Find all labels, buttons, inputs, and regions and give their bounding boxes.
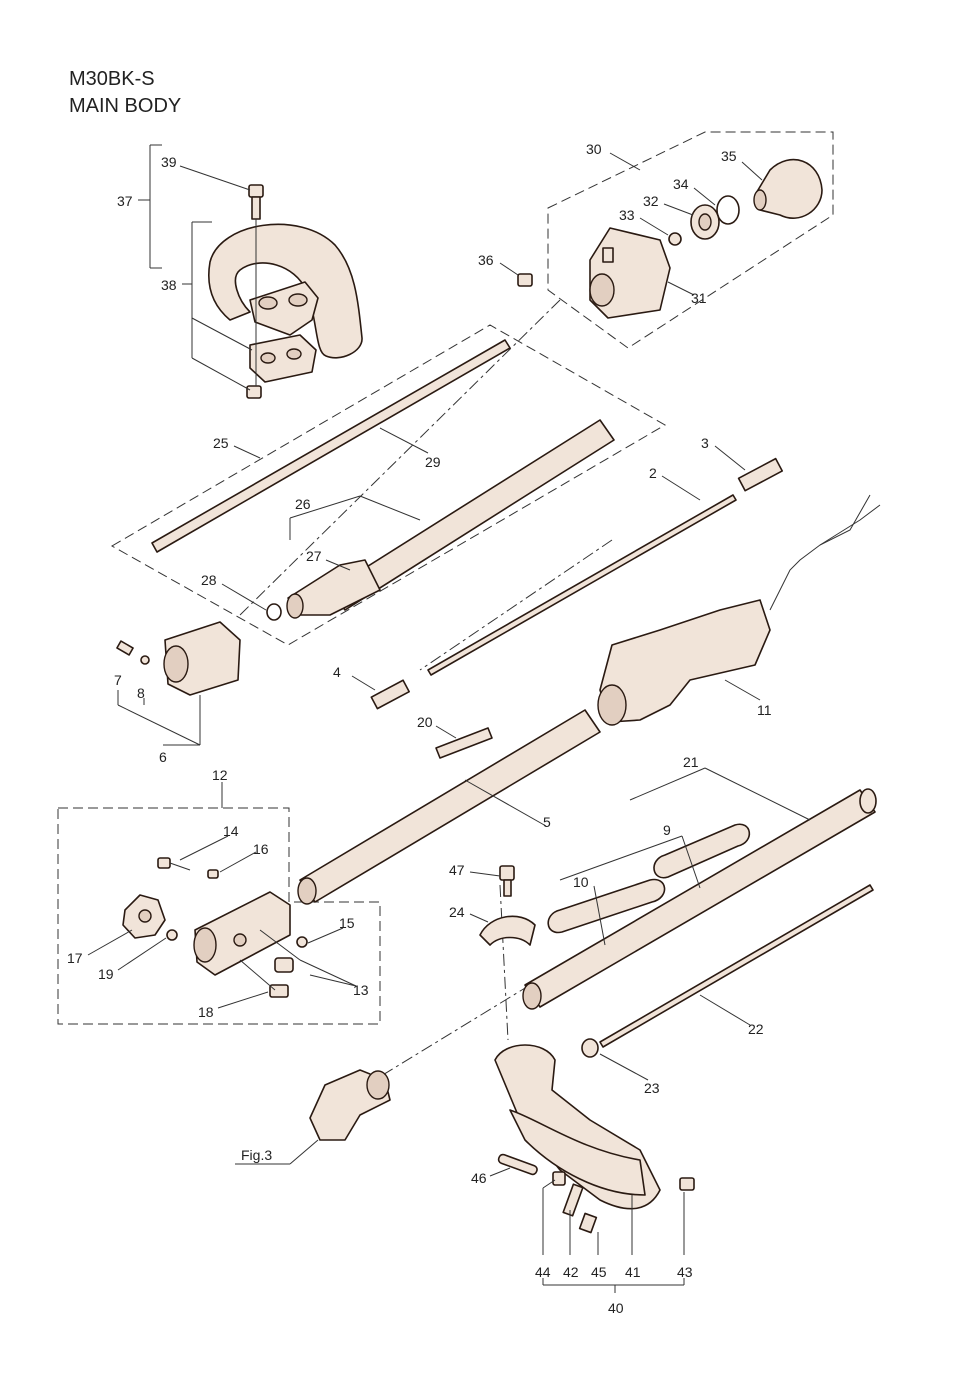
part-callout-39: 39 xyxy=(161,154,177,170)
gear-housing-group xyxy=(517,158,823,319)
coupling-group xyxy=(122,857,308,998)
part-callout-27: 27 xyxy=(306,548,322,564)
section-title: MAIN BODY xyxy=(69,95,182,117)
assembly-axis-right xyxy=(419,539,613,671)
part-callout-3: 3 xyxy=(701,435,709,451)
part-callout-19: 19 xyxy=(98,966,114,982)
part-callout-6: 6 xyxy=(159,749,167,765)
bracket-6 xyxy=(116,621,241,696)
part-callout-20: 20 xyxy=(417,714,433,730)
part-callout-33: 33 xyxy=(619,207,635,223)
part-callout-26: 26 xyxy=(295,496,311,512)
assembly-axis-shaft xyxy=(499,884,509,1041)
part-callout-24: 24 xyxy=(449,904,465,920)
part-callout-12: 12 xyxy=(212,767,228,783)
part-callout-13: 13 xyxy=(353,982,369,998)
part-callout-29: 29 xyxy=(425,454,441,470)
main-tube xyxy=(522,788,877,1010)
part-callout-14: 14 xyxy=(223,823,239,839)
outer-tube xyxy=(297,709,601,905)
handle-assembly xyxy=(208,184,363,399)
part-callout-37: 37 xyxy=(117,193,133,209)
part-callout-8: 8 xyxy=(137,685,145,701)
model-title: M30BK-S xyxy=(69,68,155,90)
plate-set xyxy=(547,823,751,934)
part-callout-22: 22 xyxy=(748,1021,764,1037)
drive-pipe xyxy=(266,419,615,621)
part-callout-5: 5 xyxy=(543,814,551,830)
inner-drive-shaft xyxy=(151,339,511,553)
part-callout-4: 4 xyxy=(333,664,341,680)
part-callout-25: 25 xyxy=(213,435,229,451)
part-callout-18: 18 xyxy=(198,1004,214,1020)
leader-lines xyxy=(87,144,811,1293)
fig3-reference: Fig.3 xyxy=(241,1147,272,1163)
part-callout-47: 47 xyxy=(449,862,465,878)
guard-group xyxy=(494,1044,695,1234)
part-callout-16: 16 xyxy=(253,841,269,857)
part-callout-34: 34 xyxy=(673,176,689,192)
part-callout-38: 38 xyxy=(161,277,177,293)
part-callout-2: 2 xyxy=(649,465,657,481)
part-callout-46: 46 xyxy=(471,1170,487,1186)
part-callout-35: 35 xyxy=(721,148,737,164)
flex-shaft xyxy=(370,457,784,710)
part-callout-9: 9 xyxy=(663,822,671,838)
part-callout-31: 31 xyxy=(691,290,707,306)
lower-shaft xyxy=(581,884,874,1058)
fig3-gear-head: Fig.3 xyxy=(235,1069,391,1165)
part-callout-15: 15 xyxy=(339,915,355,931)
part-callout-28: 28 xyxy=(201,572,217,588)
assembly-axis-upper xyxy=(239,299,561,616)
clamp xyxy=(479,865,536,946)
part-callout-36: 36 xyxy=(478,252,494,268)
part-callout-43: 43 xyxy=(677,1264,693,1280)
label-sticker xyxy=(435,727,493,759)
part-callout-45: 45 xyxy=(591,1264,607,1280)
part-callout-17: 17 xyxy=(67,950,83,966)
part-callout-7: 7 xyxy=(114,672,122,688)
part-callout-30: 30 xyxy=(586,141,602,157)
group-boundary-25 xyxy=(110,324,666,646)
part-callout-32: 32 xyxy=(643,193,659,209)
throttle-handle xyxy=(597,494,881,726)
group-boundary-30 xyxy=(547,131,834,349)
part-callout-10: 10 xyxy=(573,874,589,890)
group-boundary-12 xyxy=(57,807,381,1025)
part-callout-42: 42 xyxy=(563,1264,579,1280)
part-callout-11: 11 xyxy=(757,702,772,718)
part-callout-41: 41 xyxy=(625,1264,641,1280)
part-callout-23: 23 xyxy=(644,1080,660,1096)
part-callout-21: 21 xyxy=(683,754,699,770)
part-callout-44: 44 xyxy=(535,1264,551,1280)
part-callout-40: 40 xyxy=(608,1300,624,1316)
